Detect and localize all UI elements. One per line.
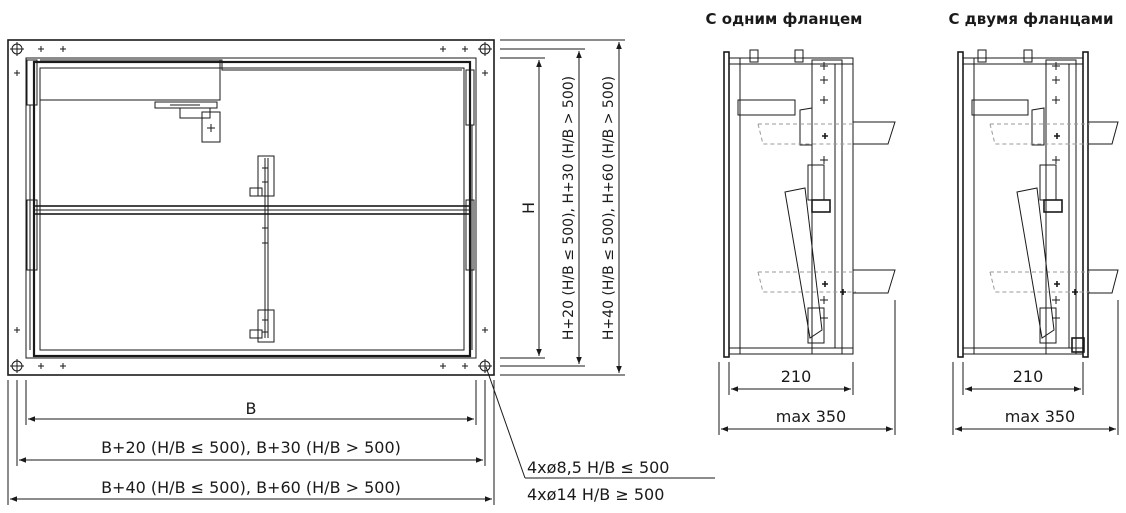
width-b-plus-40: B+40 (H/B ≤ 500), B+60 (H/B > 500): [101, 478, 401, 497]
holes-note-large: 4xø14 H/B ≥ 500: [527, 485, 664, 504]
casing-side-double: [962, 57, 1084, 355]
double-depth-210: 210: [1013, 367, 1044, 386]
single-depth-210: 210: [781, 367, 812, 386]
hole-leader: [485, 366, 526, 479]
side-view-double-flange: С двумя фланцами: [948, 10, 1119, 435]
width-b: B: [246, 399, 257, 418]
height-dimensions: H H+20 (H/B ≤ 500), H+30 (H/B > 500) H+4…: [500, 39, 625, 376]
height-h-plus-20: H+20 (H/B ≤ 500), H+30 (H/B > 500): [561, 76, 577, 340]
casing-inner: [39, 67, 465, 351]
blade-lower: [853, 269, 896, 294]
casing-opening: [32, 60, 472, 358]
height-h-plus-40: H+40 (H/B ≤ 500), H+60 (H/B > 500): [601, 76, 617, 340]
lower-link-bracket: [257, 309, 275, 343]
single-max-350: max 350: [776, 407, 846, 426]
corner-hole: [477, 358, 493, 374]
blade-lower-double: [1088, 269, 1119, 294]
height-h: H: [519, 202, 538, 214]
width-dimensions: B B+20 (H/B ≤ 500), B+30 (H/B > 500) B+4…: [7, 380, 495, 505]
side-view-single-flange: С одним фланцем: [706, 10, 896, 435]
left-flange-plate: [957, 51, 964, 358]
double-flange-title: С двумя фланцами: [948, 10, 1113, 28]
double-max-350: max 350: [1005, 407, 1075, 426]
corner-hole: [9, 358, 25, 374]
upper-link-bracket: [257, 155, 275, 197]
linkage-arm: [784, 187, 823, 339]
holes-note-small: 4xø8,5 H/B ≤ 500: [527, 458, 669, 477]
right-flange-plate: [1082, 51, 1089, 358]
actuator-housing: [40, 59, 221, 101]
width-b-plus-20: B+20 (H/B ≤ 500), B+30 (H/B > 500): [101, 438, 401, 457]
flange-inner-edge: [25, 57, 477, 359]
blade-upper: [853, 121, 896, 145]
actuator-arm: [737, 99, 796, 116]
front-view: 4xø8,5 H/B ≤ 500 4xø14 H/B ≥ 500 B B+20 …: [7, 39, 715, 505]
flange-rivets: [14, 46, 488, 369]
blade-upper-double: [1088, 121, 1119, 145]
casing-side: [728, 57, 854, 355]
single-flange-title: С одним фланцем: [706, 10, 863, 28]
corner-hole: [9, 41, 25, 57]
outer-flange: [7, 39, 495, 376]
flange-plate: [723, 51, 730, 358]
corner-hole: [477, 41, 493, 57]
